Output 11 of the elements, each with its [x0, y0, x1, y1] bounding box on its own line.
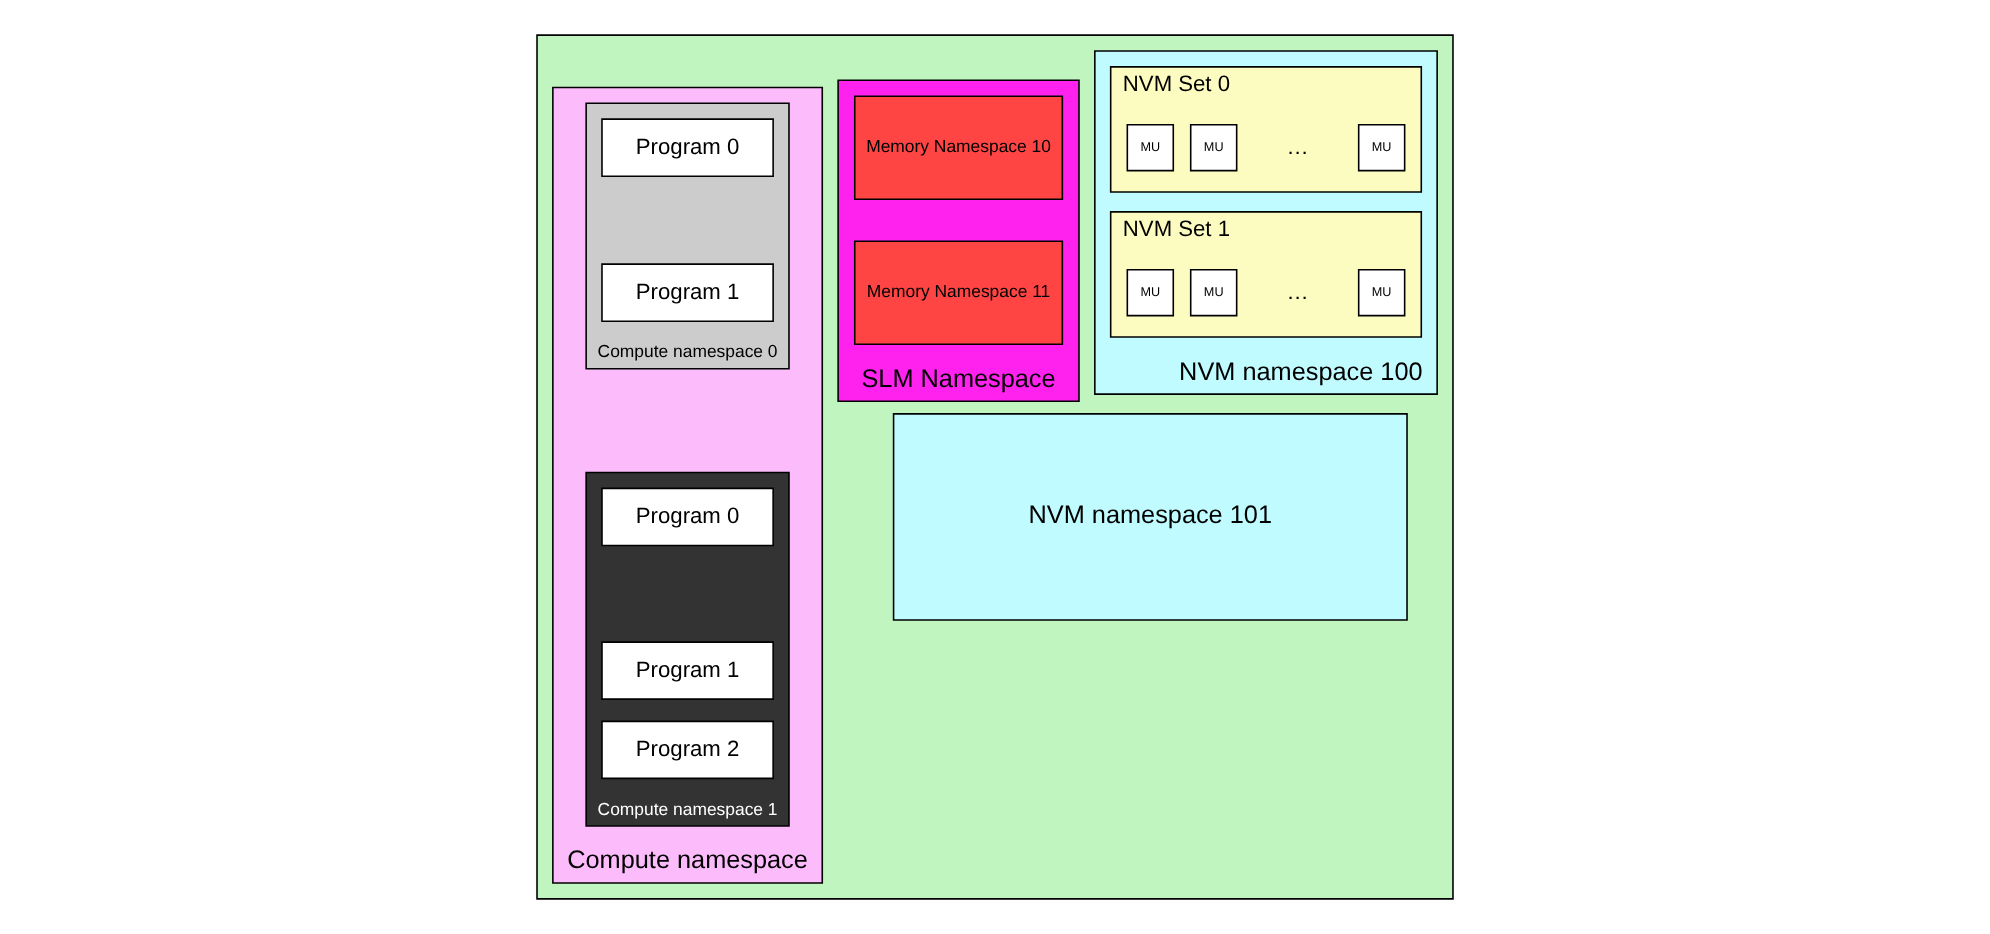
node-box: Program 1 [601, 263, 774, 322]
node-box: Program 0 [601, 118, 774, 177]
node-box: Program 0 [601, 487, 774, 547]
label: … [1286, 280, 1309, 305]
label: … [1286, 135, 1309, 160]
node-box: Memory Namespace 10 [853, 95, 1064, 200]
node-box: Program 2 [601, 720, 774, 780]
node-box: NVM namespace 101 [892, 413, 1408, 621]
node-box: Program 1 [601, 641, 774, 700]
node-box: Memory Namespace 11 [853, 240, 1064, 345]
cluster [536, 34, 1454, 900]
